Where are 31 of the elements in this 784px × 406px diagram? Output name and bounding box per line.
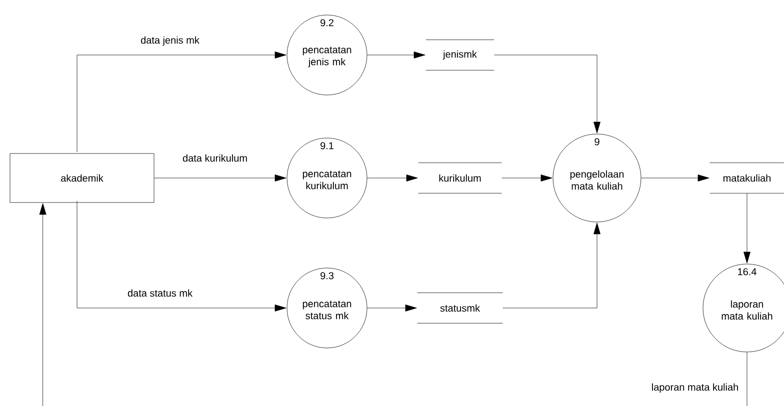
arrow bbox=[367, 52, 426, 58]
data-store: kurikulum bbox=[418, 162, 502, 194]
edge-label: data jenis mk bbox=[140, 35, 200, 47]
edge-label: laporan mata kuliah bbox=[650, 382, 740, 394]
arrow bbox=[76, 200, 286, 312]
entity-box: akademik bbox=[10, 153, 154, 203]
process-number: 9.3 bbox=[320, 272, 334, 280]
arrow bbox=[744, 193, 750, 264]
process-number: 9.1 bbox=[320, 142, 334, 150]
data-store: jenismk bbox=[426, 40, 494, 70]
data-store: statusmk bbox=[417, 292, 503, 324]
process-number: 16.4 bbox=[738, 268, 756, 276]
data-store: matakuliah bbox=[710, 162, 784, 194]
edge-label: data kurikulum bbox=[182, 153, 249, 163]
arrow bbox=[367, 174, 418, 182]
process-number: 9.2 bbox=[320, 19, 334, 26]
arrow bbox=[502, 174, 552, 182]
arrow bbox=[502, 222, 600, 308]
arrow bbox=[367, 304, 417, 312]
process-label: laporan mata kuliah bbox=[722, 300, 772, 320]
process-label: pencatatan kurikulum bbox=[302, 170, 352, 190]
edge-label: data status mk bbox=[126, 288, 194, 298]
arrow bbox=[154, 174, 286, 182]
arrow bbox=[39, 203, 748, 406]
process-number: 9 bbox=[594, 138, 600, 146]
arrow bbox=[641, 174, 710, 182]
process-label: pencatatan jenis mk bbox=[302, 46, 352, 68]
arrow bbox=[76, 52, 286, 152]
process-label: pengelolaan mata kuliah bbox=[570, 170, 624, 190]
process-label: pencatatan status mk bbox=[302, 300, 352, 320]
arrow bbox=[494, 54, 600, 134]
